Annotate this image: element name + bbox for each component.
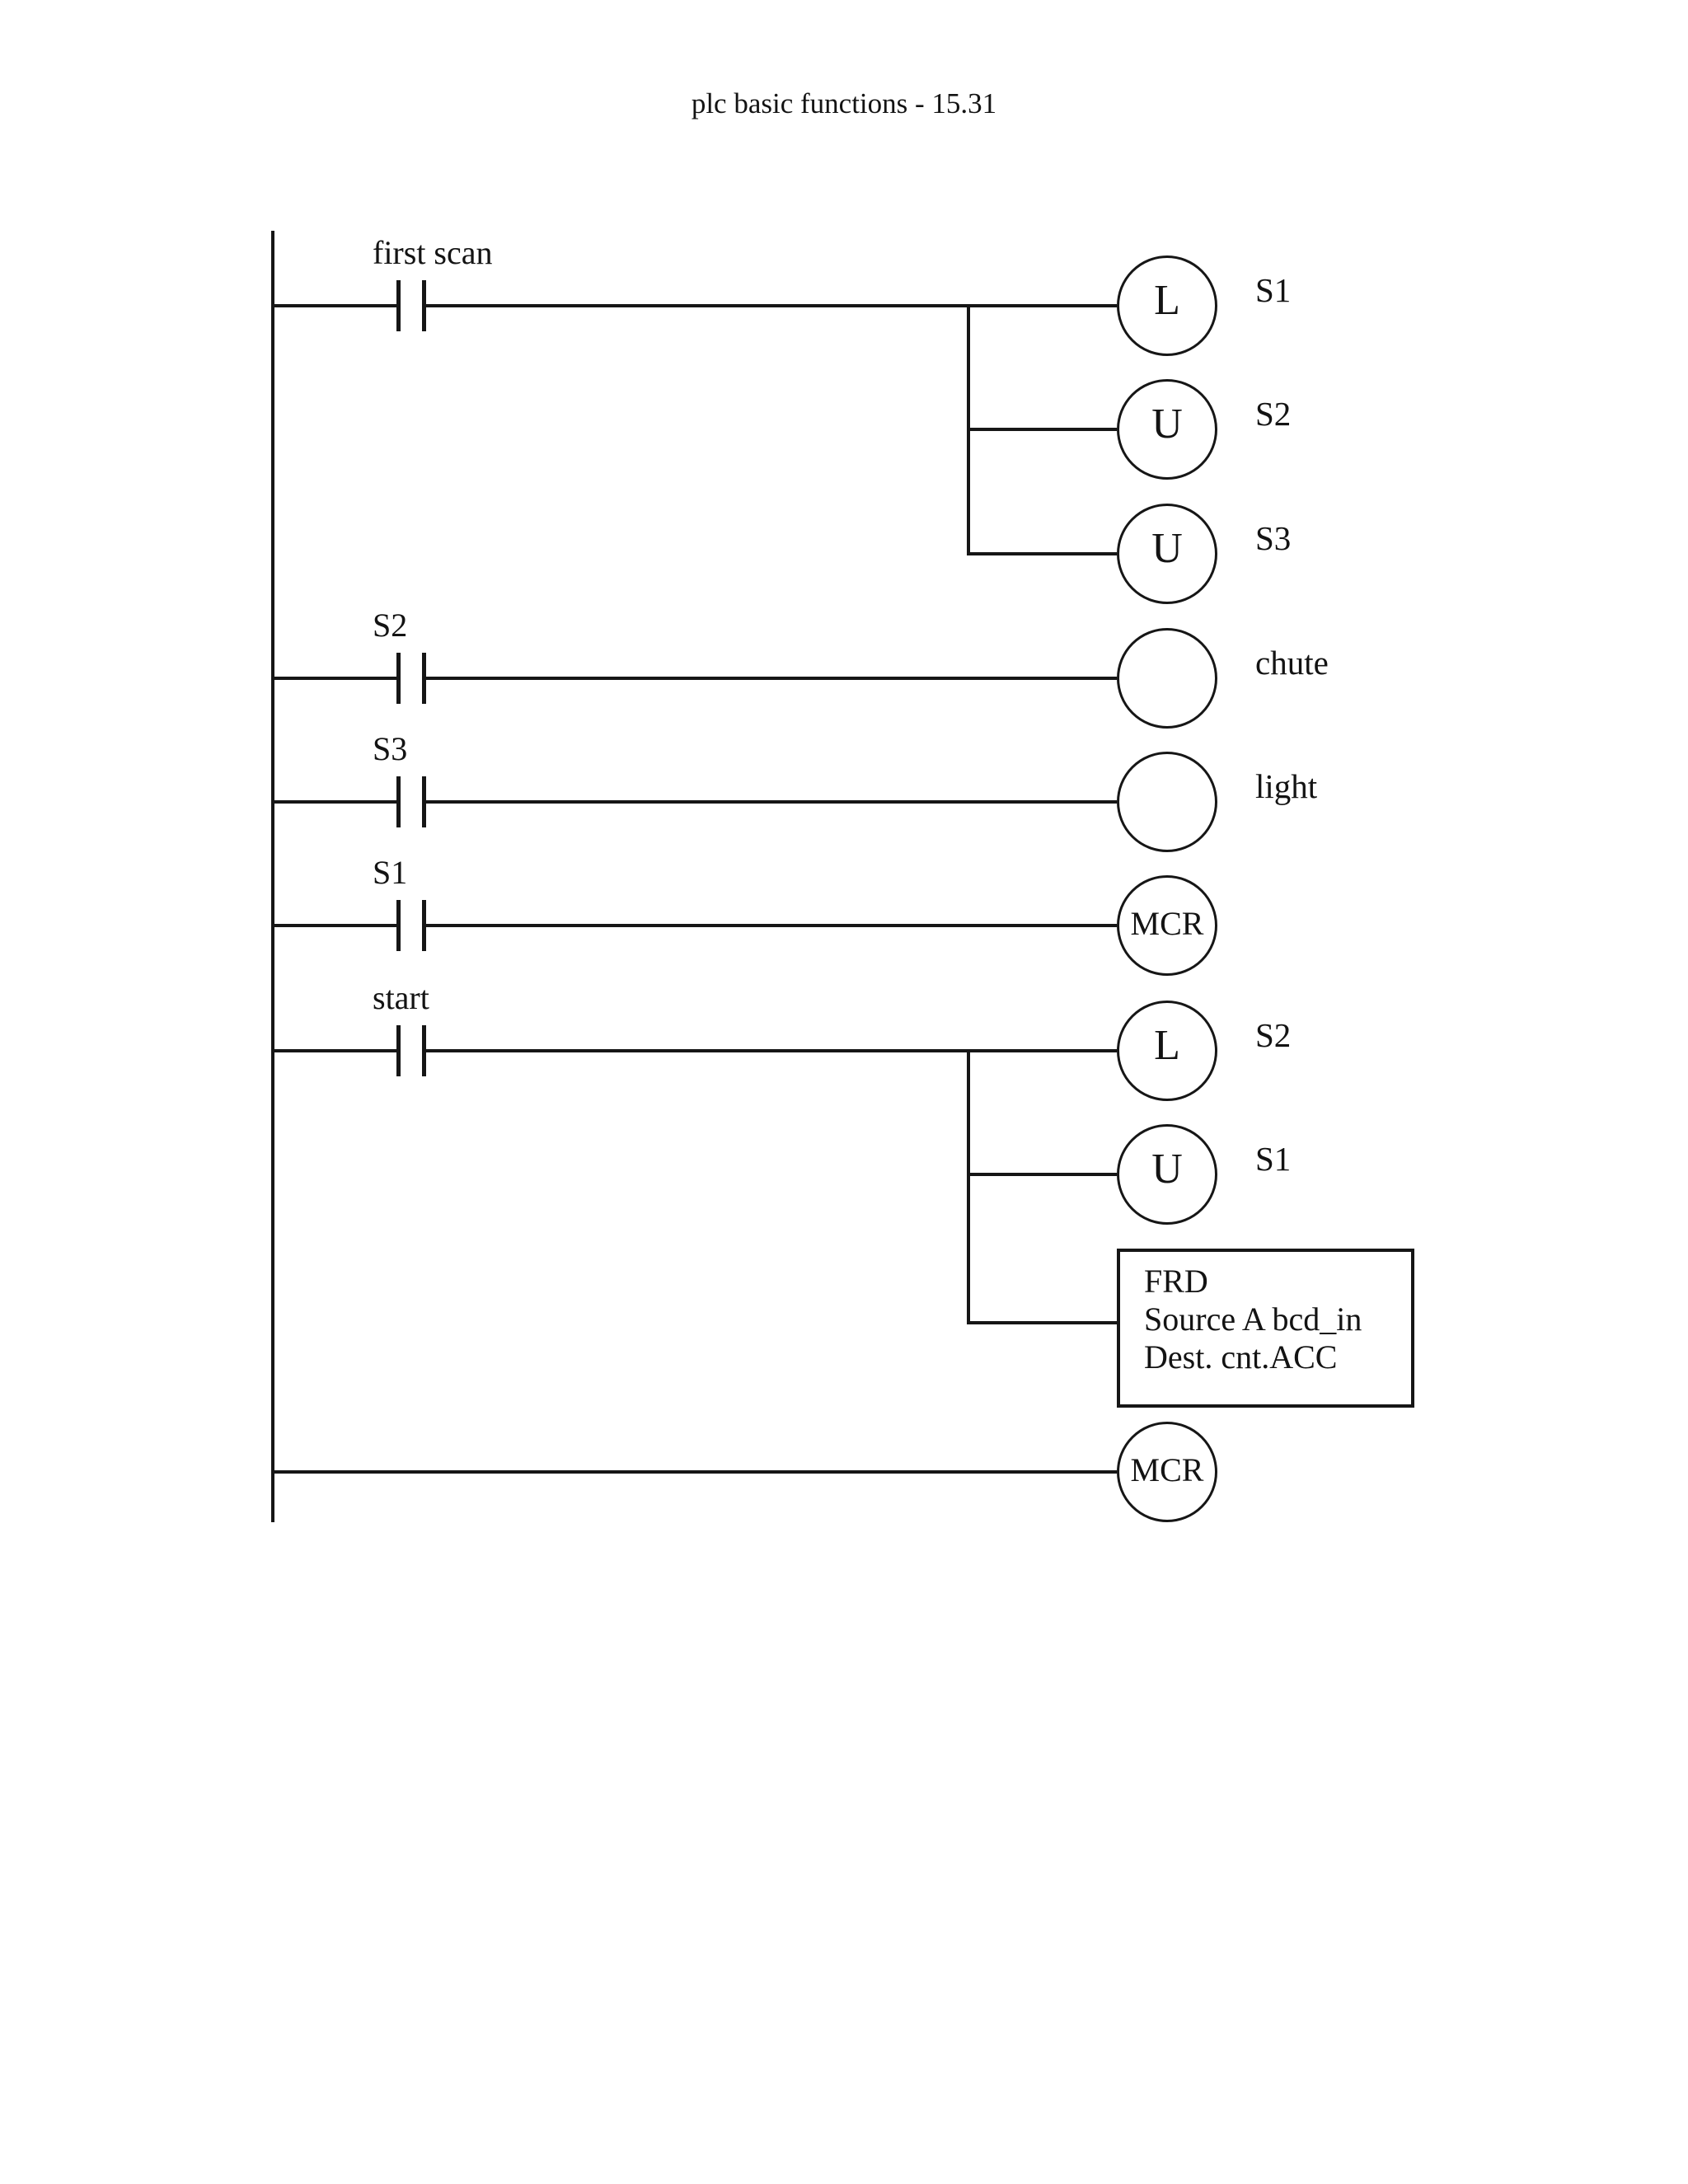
frd-dest-line: Dest. cnt.ACC <box>1144 1338 1338 1376</box>
rung1-branch-wire-s3 <box>968 552 1117 555</box>
rung6-wire <box>273 1470 1117 1474</box>
rung5-branch-vertical <box>967 1051 970 1324</box>
rung4-wire-left <box>273 924 396 927</box>
frd-block-name: FRD <box>1144 1263 1208 1300</box>
contact-bar <box>396 776 401 827</box>
contact-label-first-scan: first scan <box>373 234 493 271</box>
coil-label-s1-rung5: S1 <box>1255 1140 1292 1178</box>
rung5-wire-left <box>273 1049 396 1052</box>
contact-label-s3: S3 <box>373 730 408 767</box>
unlatch-coil-icon-s2: U <box>1117 379 1217 480</box>
coil-label-s2-rung5: S2 <box>1255 1016 1292 1054</box>
output-coil-icon-light <box>1117 752 1217 852</box>
contact-label-s2: S2 <box>373 607 408 644</box>
page-title: plc basic functions - 15.31 <box>691 87 997 120</box>
contact-bar <box>396 280 401 331</box>
frd-source-line: Source A bcd_in <box>1144 1301 1362 1338</box>
contact-label-start: start <box>373 979 429 1016</box>
coil-label-s1: S1 <box>1255 271 1292 309</box>
coil-letter: U <box>1151 1146 1183 1193</box>
rung1-wire-right <box>426 304 1117 307</box>
rung1-wire-left <box>273 304 396 307</box>
left-power-rail <box>271 231 274 1522</box>
latch-coil-icon-s1: L <box>1117 255 1217 356</box>
coil-label-s2: S2 <box>1255 395 1292 433</box>
rung2-wire-right <box>426 677 1117 680</box>
contact-bar <box>422 653 426 704</box>
contact-bar <box>422 776 426 827</box>
coil-letter: MCR <box>1130 1451 1204 1488</box>
contact-bar <box>396 1025 401 1076</box>
rung3-wire-left <box>273 800 396 804</box>
unlatch-coil-icon-s3: U <box>1117 504 1217 604</box>
mcr-coil-icon: MCR <box>1117 875 1217 976</box>
contact-bar <box>396 900 401 951</box>
coil-label-light: light <box>1255 767 1318 805</box>
mcr-coil-icon-end: MCR <box>1117 1422 1217 1522</box>
coil-letter: L <box>1154 1022 1180 1069</box>
coil-letter: U <box>1151 525 1183 572</box>
contact-bar <box>422 900 426 951</box>
rung4-wire-right <box>426 924 1117 927</box>
rung5-wire-right <box>426 1049 1117 1052</box>
contact-label-s1: S1 <box>373 854 408 891</box>
rung1-branch-wire-s2 <box>968 428 1117 431</box>
frd-function-block: FRD Source A bcd_in Dest. cnt.ACC <box>1117 1249 1414 1408</box>
contact-bar <box>422 280 426 331</box>
coil-label-s3: S3 <box>1255 519 1292 557</box>
contact-bar <box>422 1025 426 1076</box>
output-coil-icon-chute <box>1117 628 1217 729</box>
rung3-wire-right <box>426 800 1117 804</box>
coil-label-chute: chute <box>1255 644 1329 682</box>
latch-coil-icon-s2: L <box>1117 1001 1217 1101</box>
rung2-wire-left <box>273 677 396 680</box>
contact-bar <box>396 653 401 704</box>
unlatch-coil-icon-s1: U <box>1117 1124 1217 1225</box>
rung5-branch-wire-frd <box>968 1321 1117 1324</box>
coil-letter: L <box>1154 277 1180 324</box>
coil-letter: U <box>1151 401 1183 448</box>
coil-letter: MCR <box>1130 905 1204 942</box>
rung5-branch-wire-s1 <box>968 1173 1117 1176</box>
